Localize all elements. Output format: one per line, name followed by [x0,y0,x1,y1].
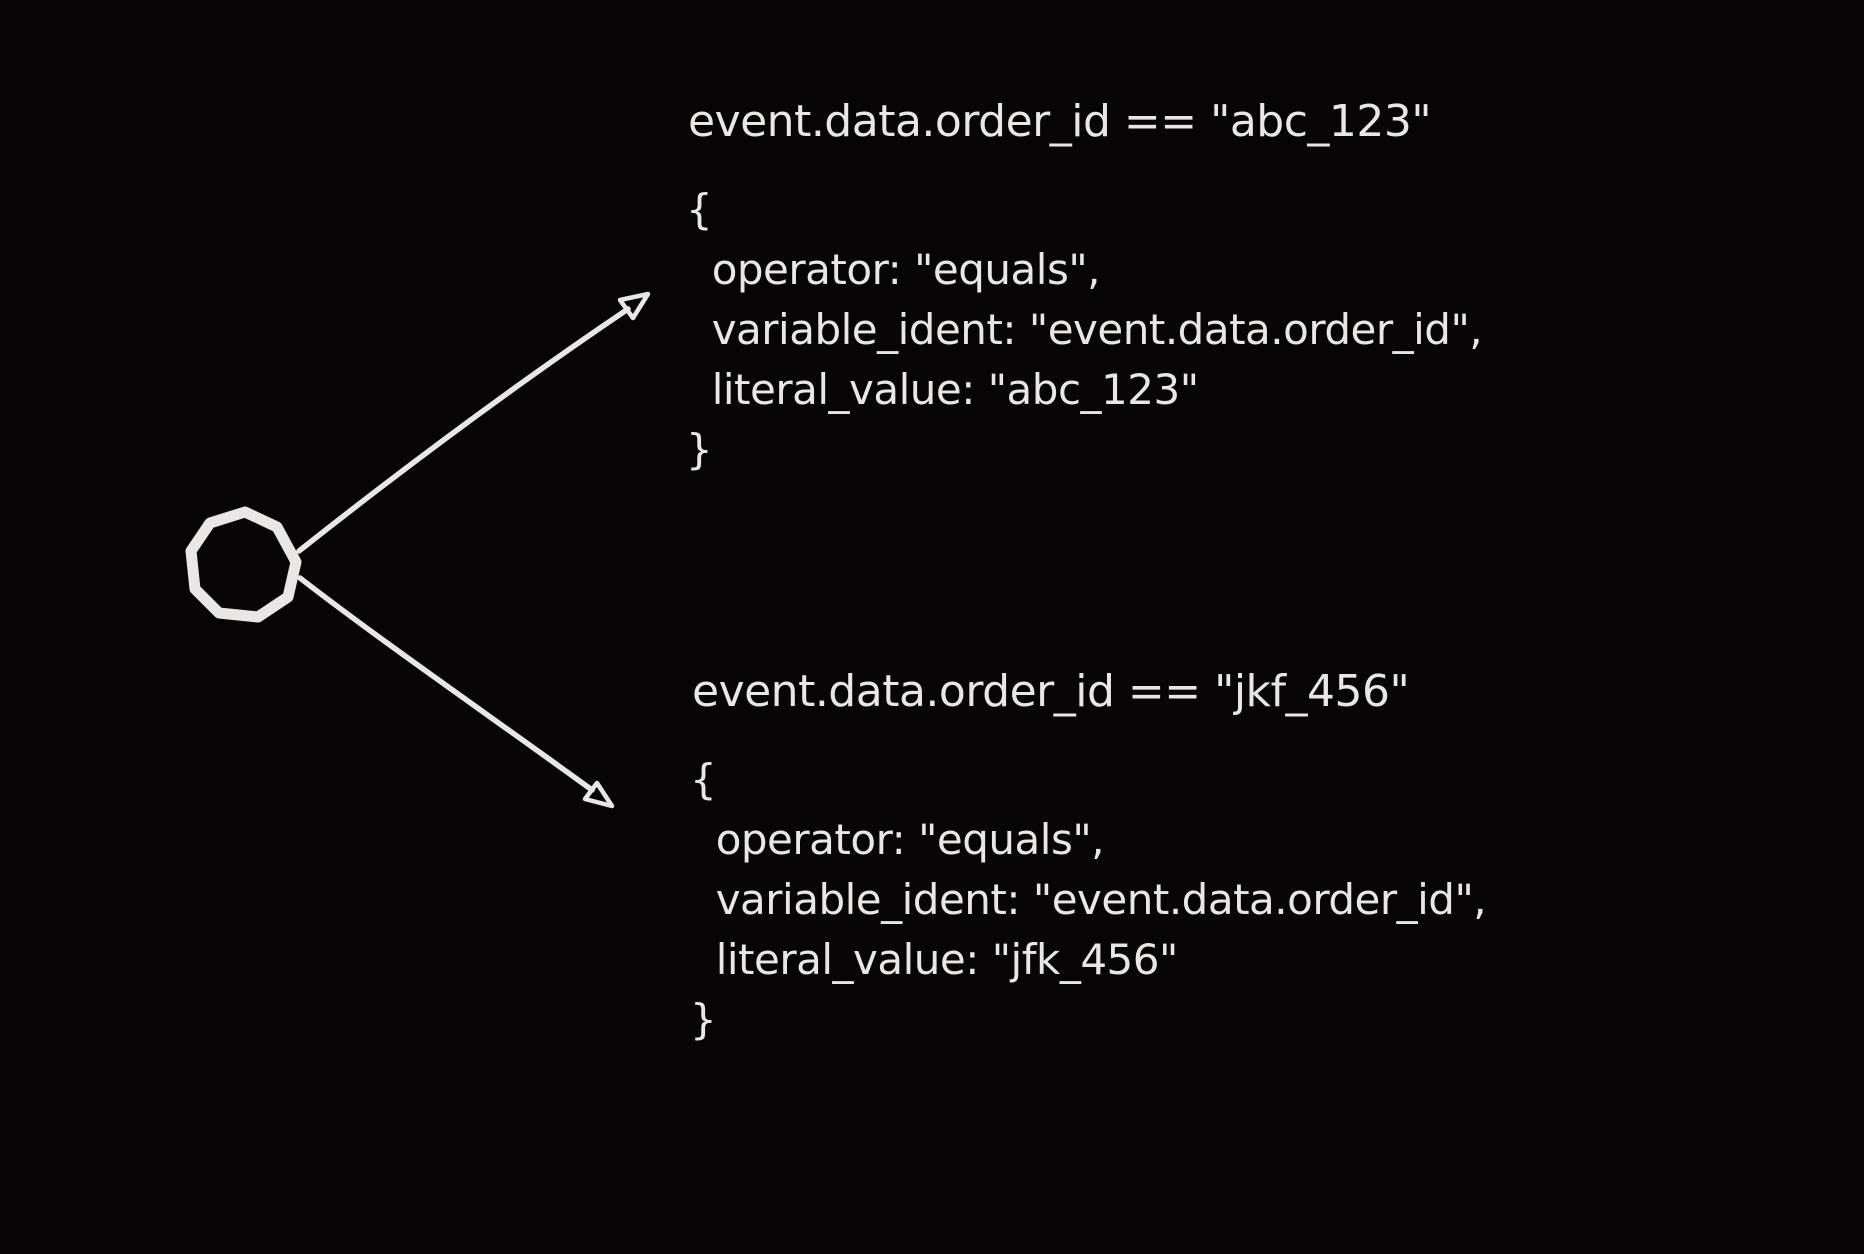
branch-2-title: event.data.order_id == "jkf_456" [692,666,1410,717]
arrowhead-branch-1-icon [617,291,651,321]
branch-2-code-line: variable_ident: "event.data.order_id", [690,875,1487,924]
event-node-circle-icon [185,506,302,623]
branch-1-code-line: literal_value: "abc_123" [686,365,1199,414]
branch-1-code-line: operator: "equals", [686,245,1101,294]
branch-1-code-line: { [686,185,713,234]
branch-2-code-line: } [690,995,717,1044]
arrow-to-branch-1 [296,306,631,554]
arrow-to-branch-2 [297,575,595,793]
branch-2-code-line: { [690,755,717,804]
branch-1-code-block: { operator: "equals", variable_ident: "e… [686,180,1483,480]
branch-1-code-line: variable_ident: "event.data.order_id", [686,305,1483,354]
branch-2-code-line: literal_value: "jfk_456" [690,935,1179,984]
branch-1-title: event.data.order_id == "abc_123" [688,96,1432,147]
arrowhead-branch-2-icon [582,780,615,809]
branch-1-code-line: } [686,425,713,474]
branch-2-code-line: operator: "equals", [690,815,1105,864]
branch-2-code-block: { operator: "equals", variable_ident: "e… [690,750,1487,1050]
